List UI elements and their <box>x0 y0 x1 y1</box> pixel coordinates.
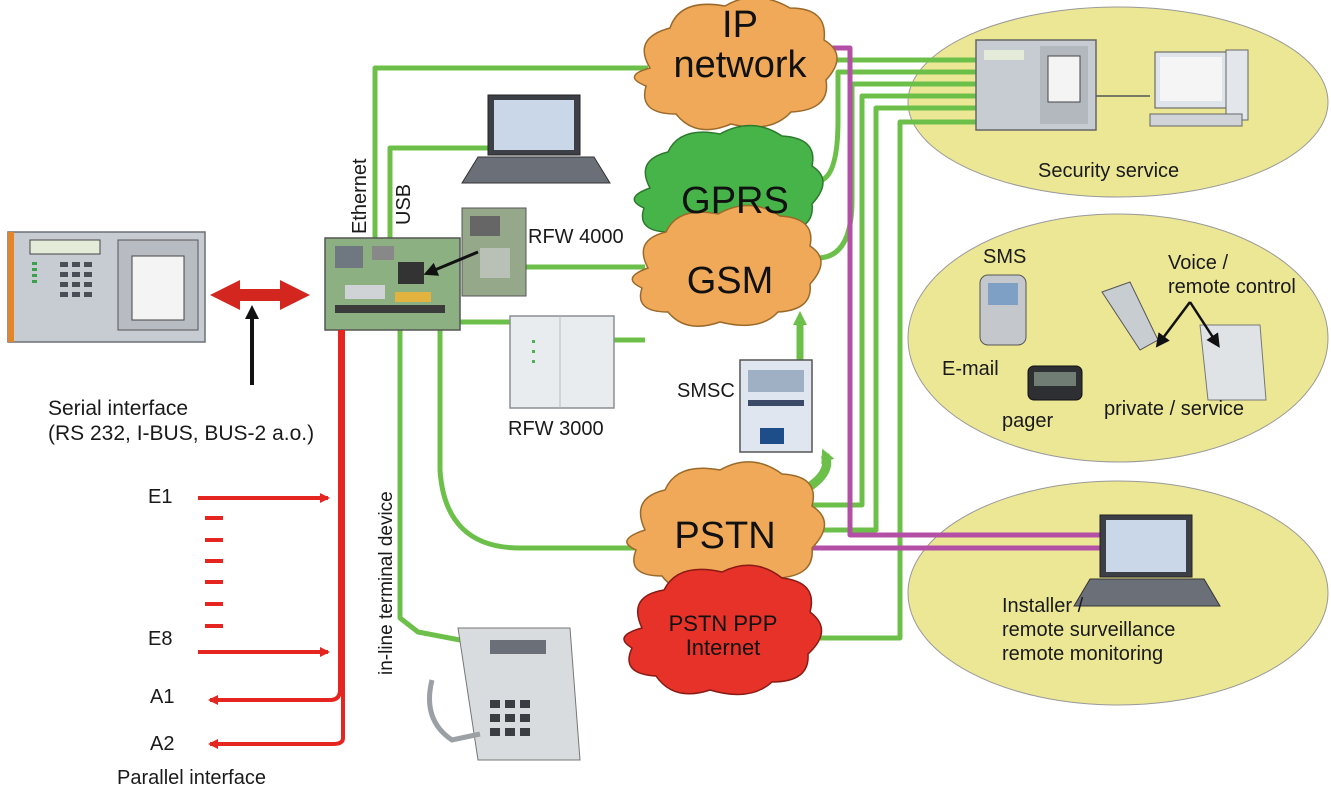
security-pc <box>1149 49 1249 127</box>
serial-interface-label: Serial interface <box>48 397 189 420</box>
e8-label: E8 <box>148 628 173 650</box>
rfw3000-box <box>509 315 615 409</box>
private-service-label: private / service <box>1104 398 1245 420</box>
security-panel <box>975 39 1097 131</box>
input-dashes <box>205 516 223 628</box>
security-service-label: Security service <box>1038 160 1180 182</box>
smsc-server <box>739 359 813 453</box>
cloud-gsm-label: GSM <box>686 260 774 302</box>
cloud-pstn-ppp-internet <box>623 564 823 696</box>
cloud-pstn <box>626 461 826 593</box>
rfw3000-label: RFW 3000 <box>508 418 604 440</box>
inline-terminal-label: in-line terminal device <box>376 491 397 675</box>
pager-device <box>1027 365 1083 401</box>
ethernet-label: Ethernet <box>349 158 371 234</box>
installer-label-1: Installer / <box>1002 595 1084 617</box>
installer-label-3: remote monitoring <box>1002 643 1164 665</box>
e1-label: E1 <box>148 486 173 508</box>
cloud-ip-network <box>633 0 838 131</box>
green-links <box>372 57 980 643</box>
transmitter-board <box>324 237 461 331</box>
installer-label-2: remote surveillance <box>1002 619 1176 641</box>
cloud-pstn-ppp-label: PSTN PPP Internet <box>668 611 778 661</box>
laptop-top <box>461 94 611 184</box>
alarm-panel <box>7 231 206 343</box>
voice-label-1: Voice / <box>1168 252 1229 274</box>
installer-laptop <box>1073 514 1221 607</box>
rfw4000-label: RFW 4000 <box>528 226 624 248</box>
rfw4000-arrow <box>423 250 479 276</box>
cloud-gsm <box>631 204 822 327</box>
sms-label: SMS <box>983 246 1027 268</box>
voice-label-2: remote control <box>1168 276 1296 298</box>
mobile-phone <box>979 274 1027 346</box>
desk-telephone <box>427 627 581 761</box>
cloud-ip-label: IP network <box>673 4 807 86</box>
a1-label: A1 <box>150 686 175 708</box>
cloud-gprs-label: GPRS <box>681 180 789 222</box>
usb-label: USB <box>393 183 415 225</box>
serial-interface-detail: (RS 232, I-BUS, BUS-2 a.o.) <box>48 422 315 445</box>
rfw4000-module <box>461 207 527 297</box>
email-label: E-mail <box>942 358 999 380</box>
voice-arrow-right <box>1188 301 1220 348</box>
mobile-ellipse <box>907 213 1329 463</box>
parallel-interface-lines <box>198 330 345 749</box>
pager-label: pager <box>1002 410 1054 432</box>
desk-phone-small <box>1199 324 1267 401</box>
a2-label: A2 <box>150 733 175 755</box>
parallel-interface-label: Parallel interface <box>117 767 266 789</box>
voice-arrow-left <box>1155 301 1191 348</box>
smsc-label: SMSC <box>677 380 735 402</box>
cloud-pstn-label: PSTN <box>674 515 776 557</box>
serial-double-arrow <box>210 280 310 310</box>
